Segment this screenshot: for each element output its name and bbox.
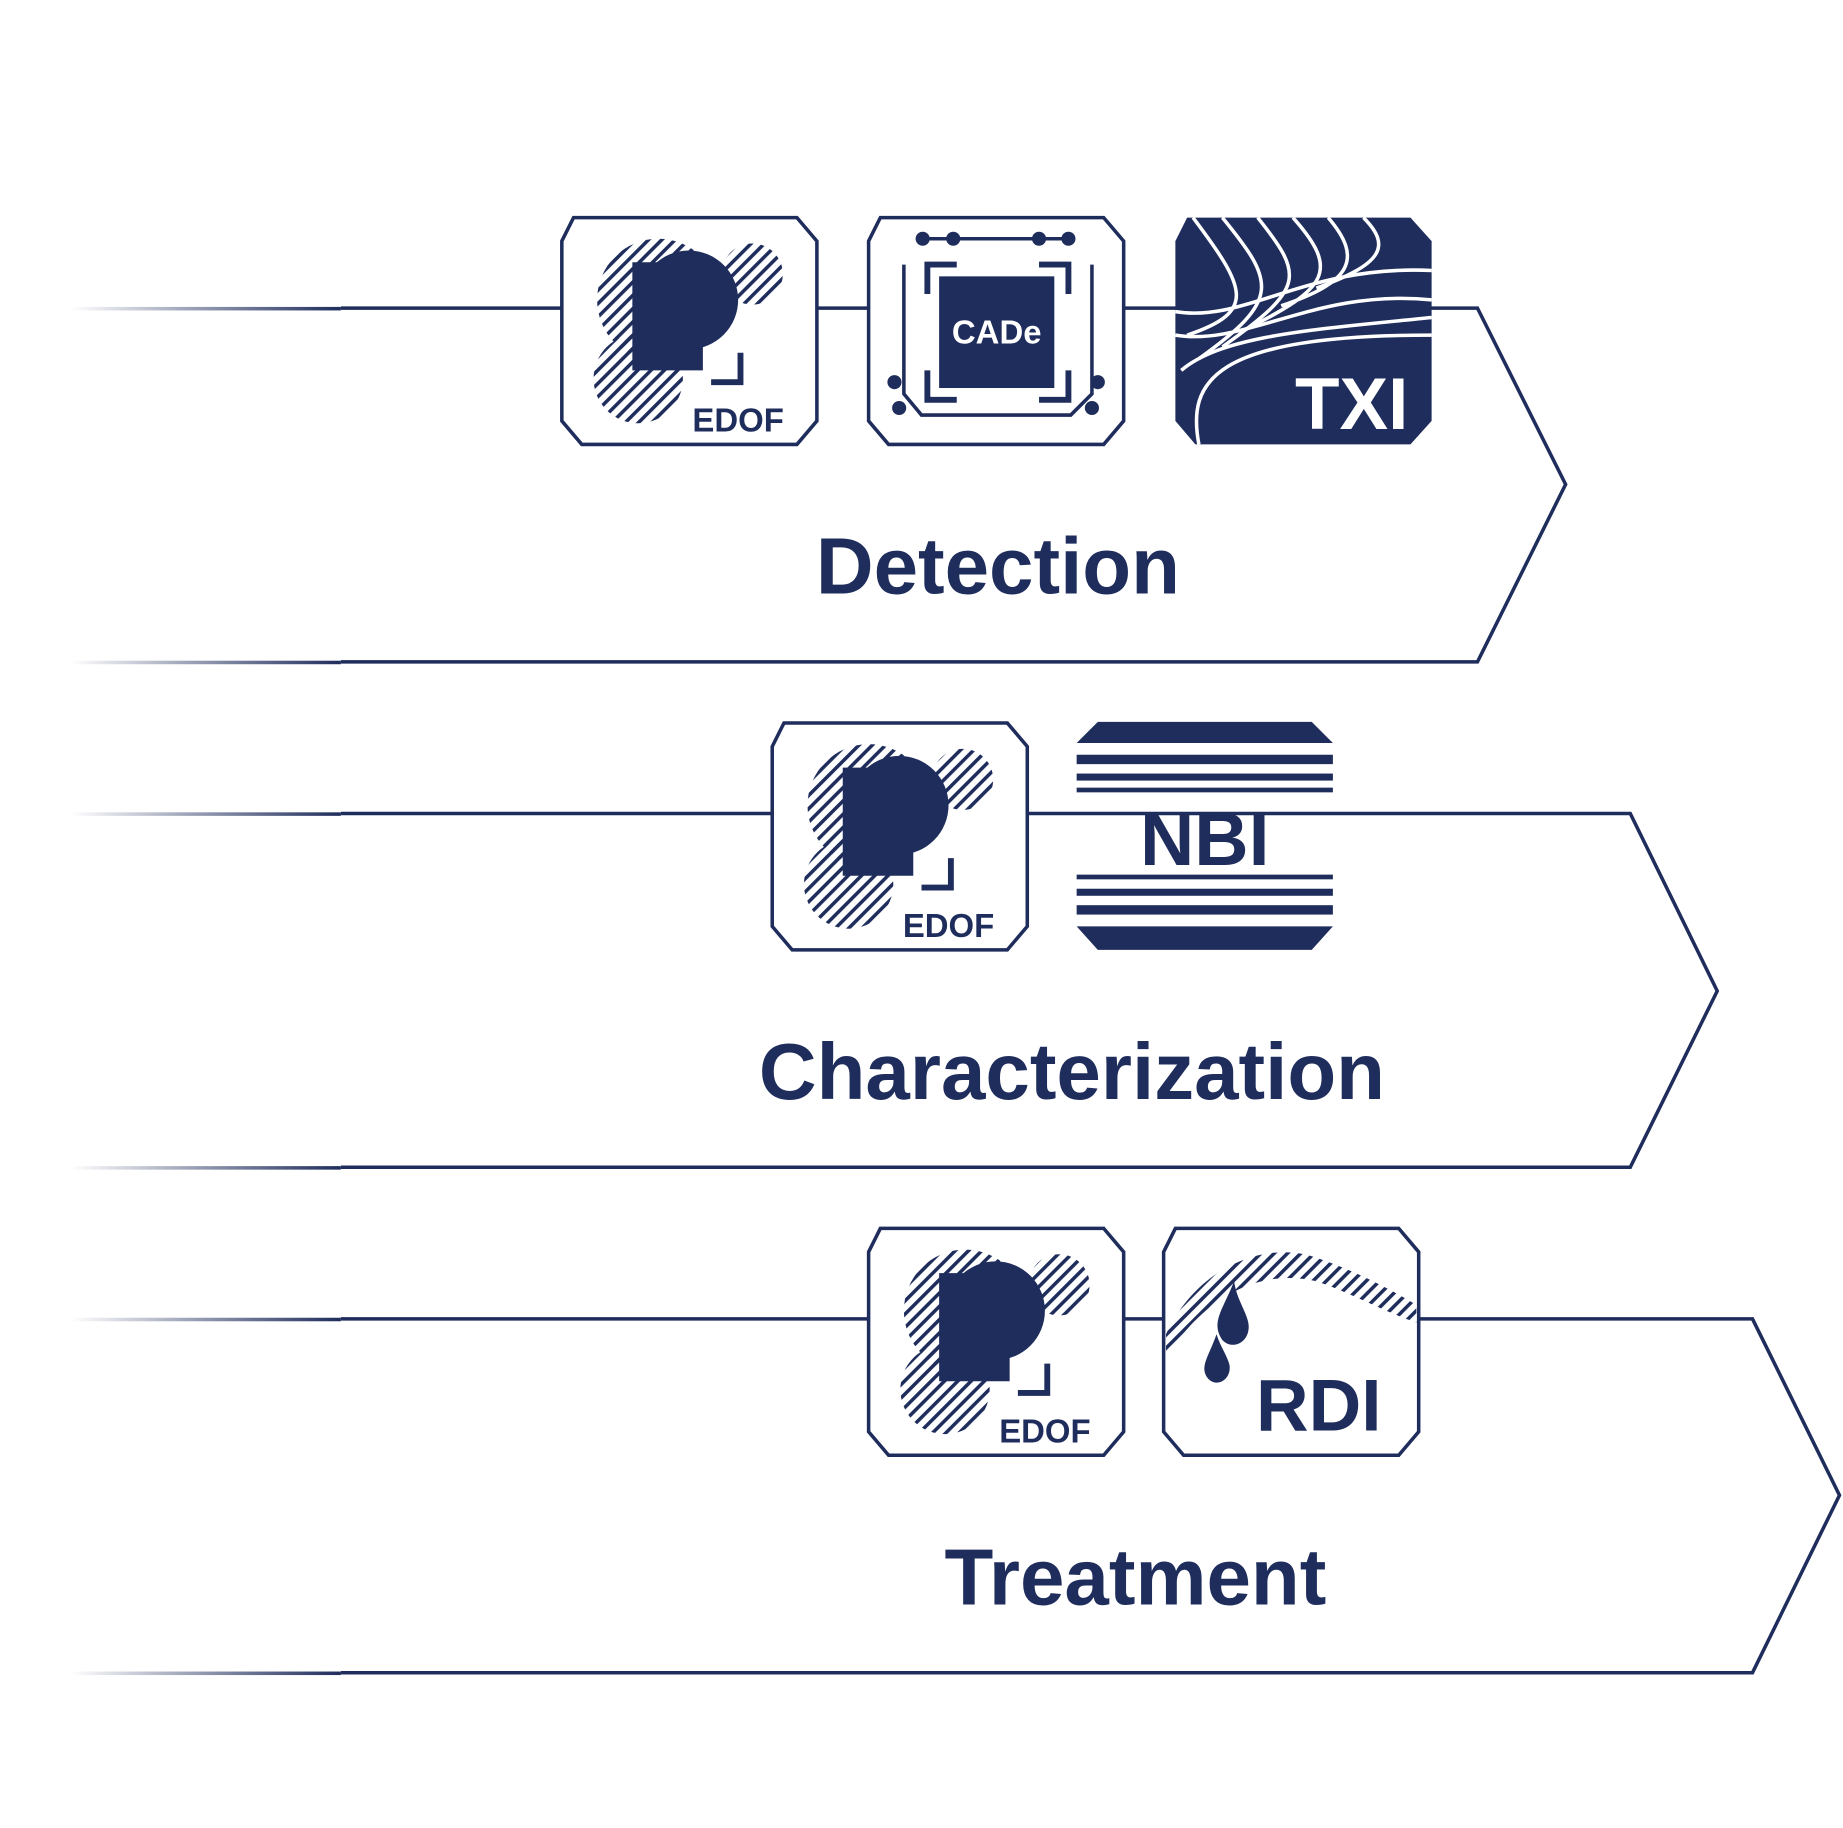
edof-icon: EDOF	[869, 1228, 1124, 1455]
cade-icon: CADe	[869, 218, 1124, 445]
edof-label: EDOF	[692, 402, 783, 439]
stage-label-detection: Detection	[816, 522, 1180, 611]
edof-label: EDOF	[903, 907, 994, 944]
stage-label-treatment: Treatment	[944, 1533, 1326, 1622]
edof-label: EDOF	[999, 1412, 1090, 1449]
txi-icon: TXI	[1175, 216, 1432, 445]
nbi-icon: NBI	[1076, 721, 1333, 950]
cade-label: CADe	[952, 313, 1042, 350]
rdi-icon: RDI	[1161, 1226, 1421, 1458]
nbi-label: NBI	[1140, 797, 1270, 881]
rdi-label: RDI	[1256, 1366, 1381, 1447]
txi-label: TXI	[1295, 364, 1408, 445]
edof-icon: EDOF	[562, 218, 817, 445]
edof-icon: EDOF	[772, 723, 1027, 950]
stage-arrows	[70, 306, 1842, 1676]
stage-label-characterization: Characterization	[759, 1027, 1385, 1116]
characterization-arrow	[70, 811, 1720, 1170]
